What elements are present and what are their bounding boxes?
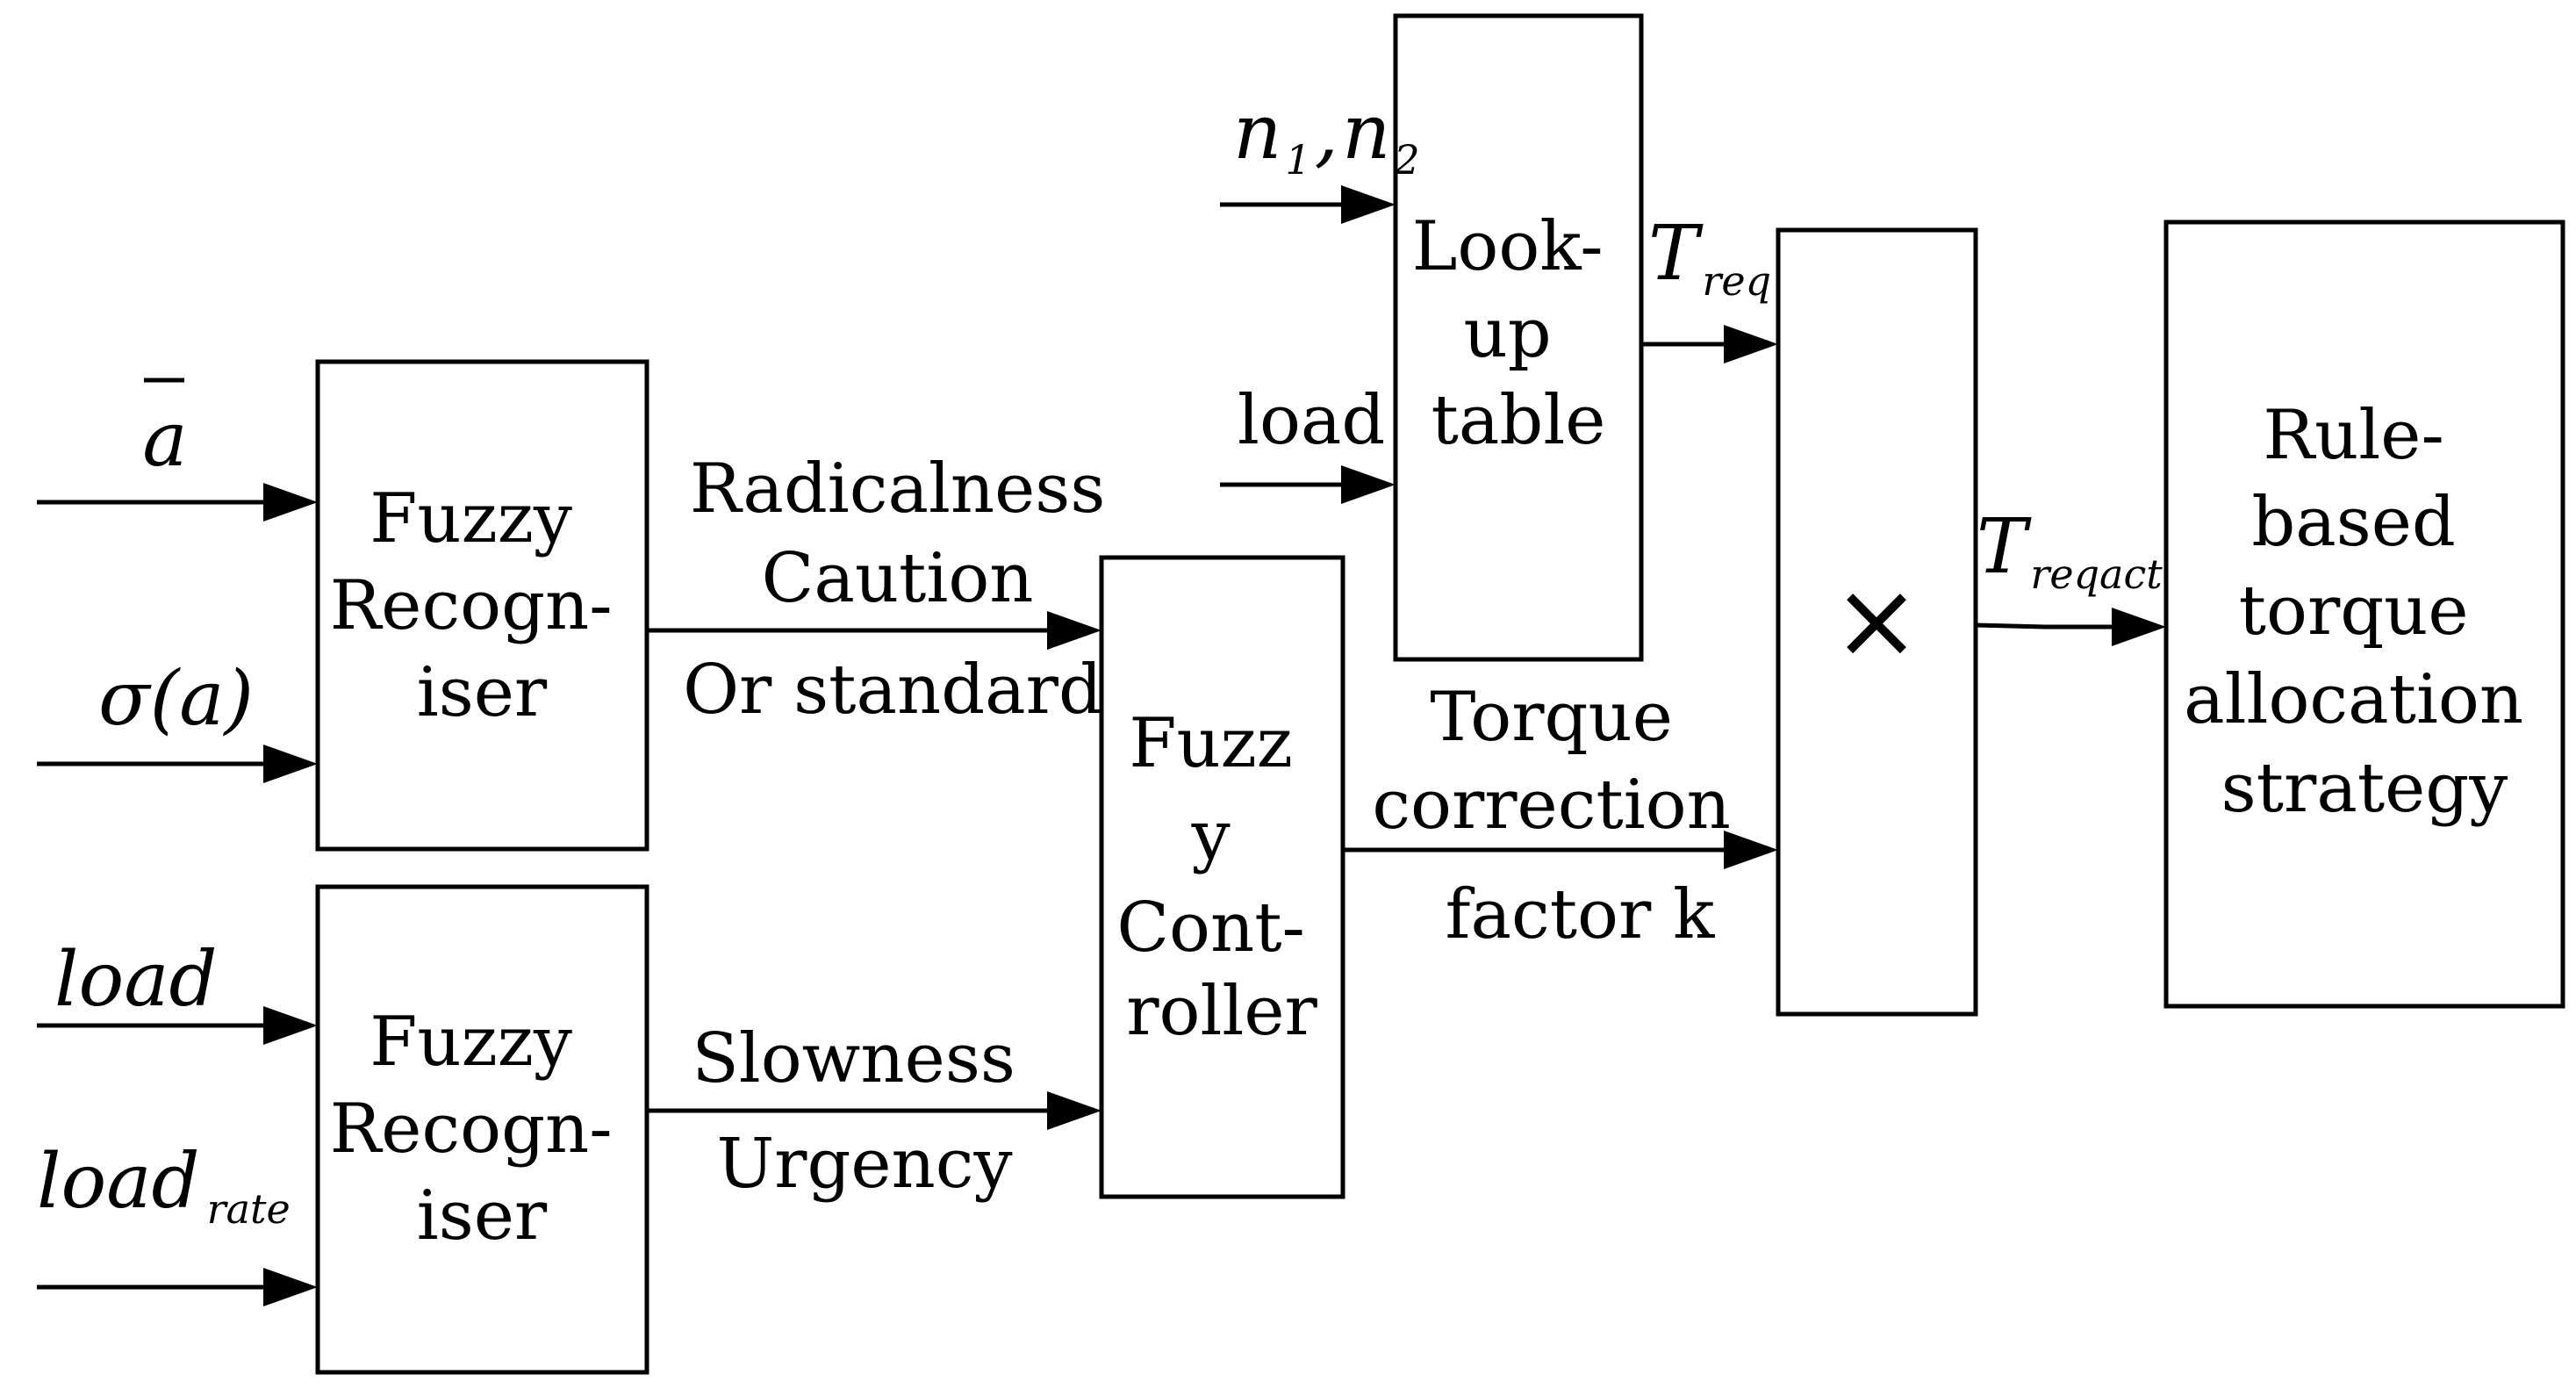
treqact-label: T reqact — [1977, 503, 2163, 598]
arrowhead — [263, 745, 318, 783]
fuzzy-controller-block — [1099, 555, 1345, 1199]
arrowhead — [1047, 1091, 1101, 1130]
fuzzy-controller-label: Fuzz y Cont- roller — [1116, 704, 1326, 1051]
fuzzy-recognizer-1-label: Fuzzy Recogn- iser — [330, 479, 635, 732]
fuzzy-recognizer-2-block — [315, 884, 649, 1375]
treqact-wire — [1975, 622, 2120, 630]
style-signal-label: Radicalness Caution Or standard — [683, 450, 1127, 730]
input-load-label: load — [54, 936, 218, 1024]
treq-label: T req — [1648, 210, 1771, 305]
torque-allocation-strategy-block — [2163, 219, 2565, 1009]
arrowhead — [1047, 611, 1101, 650]
arrowhead — [1341, 185, 1396, 224]
arrowhead — [1341, 465, 1396, 504]
arrowhead — [2112, 608, 2166, 646]
torque-allocation-strategy-label: Rule- based torque allocation strategy — [2184, 396, 2545, 828]
arrowhead — [263, 483, 318, 522]
lookup-table-label: Look- up table — [1412, 207, 1625, 460]
urgency-signal-label: Slowness Urgency — [692, 1019, 1037, 1204]
fuzzy-recognizer-1-block — [315, 359, 649, 852]
lookup-table-block — [1393, 13, 1644, 662]
arrowhead — [263, 1268, 318, 1306]
fuzzy-recognizer-2-label: Fuzzy Recogn- iser — [330, 1003, 635, 1256]
correction-factor-label: Torque correction factor k — [1372, 678, 1752, 954]
arrowhead — [1724, 325, 1778, 363]
input-load-lookup-label: load — [1238, 381, 1385, 460]
multiply-symbol: × — [1833, 560, 1921, 682]
input-n1n2-label: n 1 , n 2 — [1233, 89, 1420, 183]
input-load-rate-label: load rate — [37, 1138, 291, 1233]
input-a-bar-label: a — [142, 396, 187, 484]
multiplier-block — [1776, 227, 1978, 1017]
input-sigma-a-label: σ(a) — [98, 655, 254, 743]
arrowhead — [263, 1006, 318, 1045]
arrowhead — [1724, 831, 1778, 869]
